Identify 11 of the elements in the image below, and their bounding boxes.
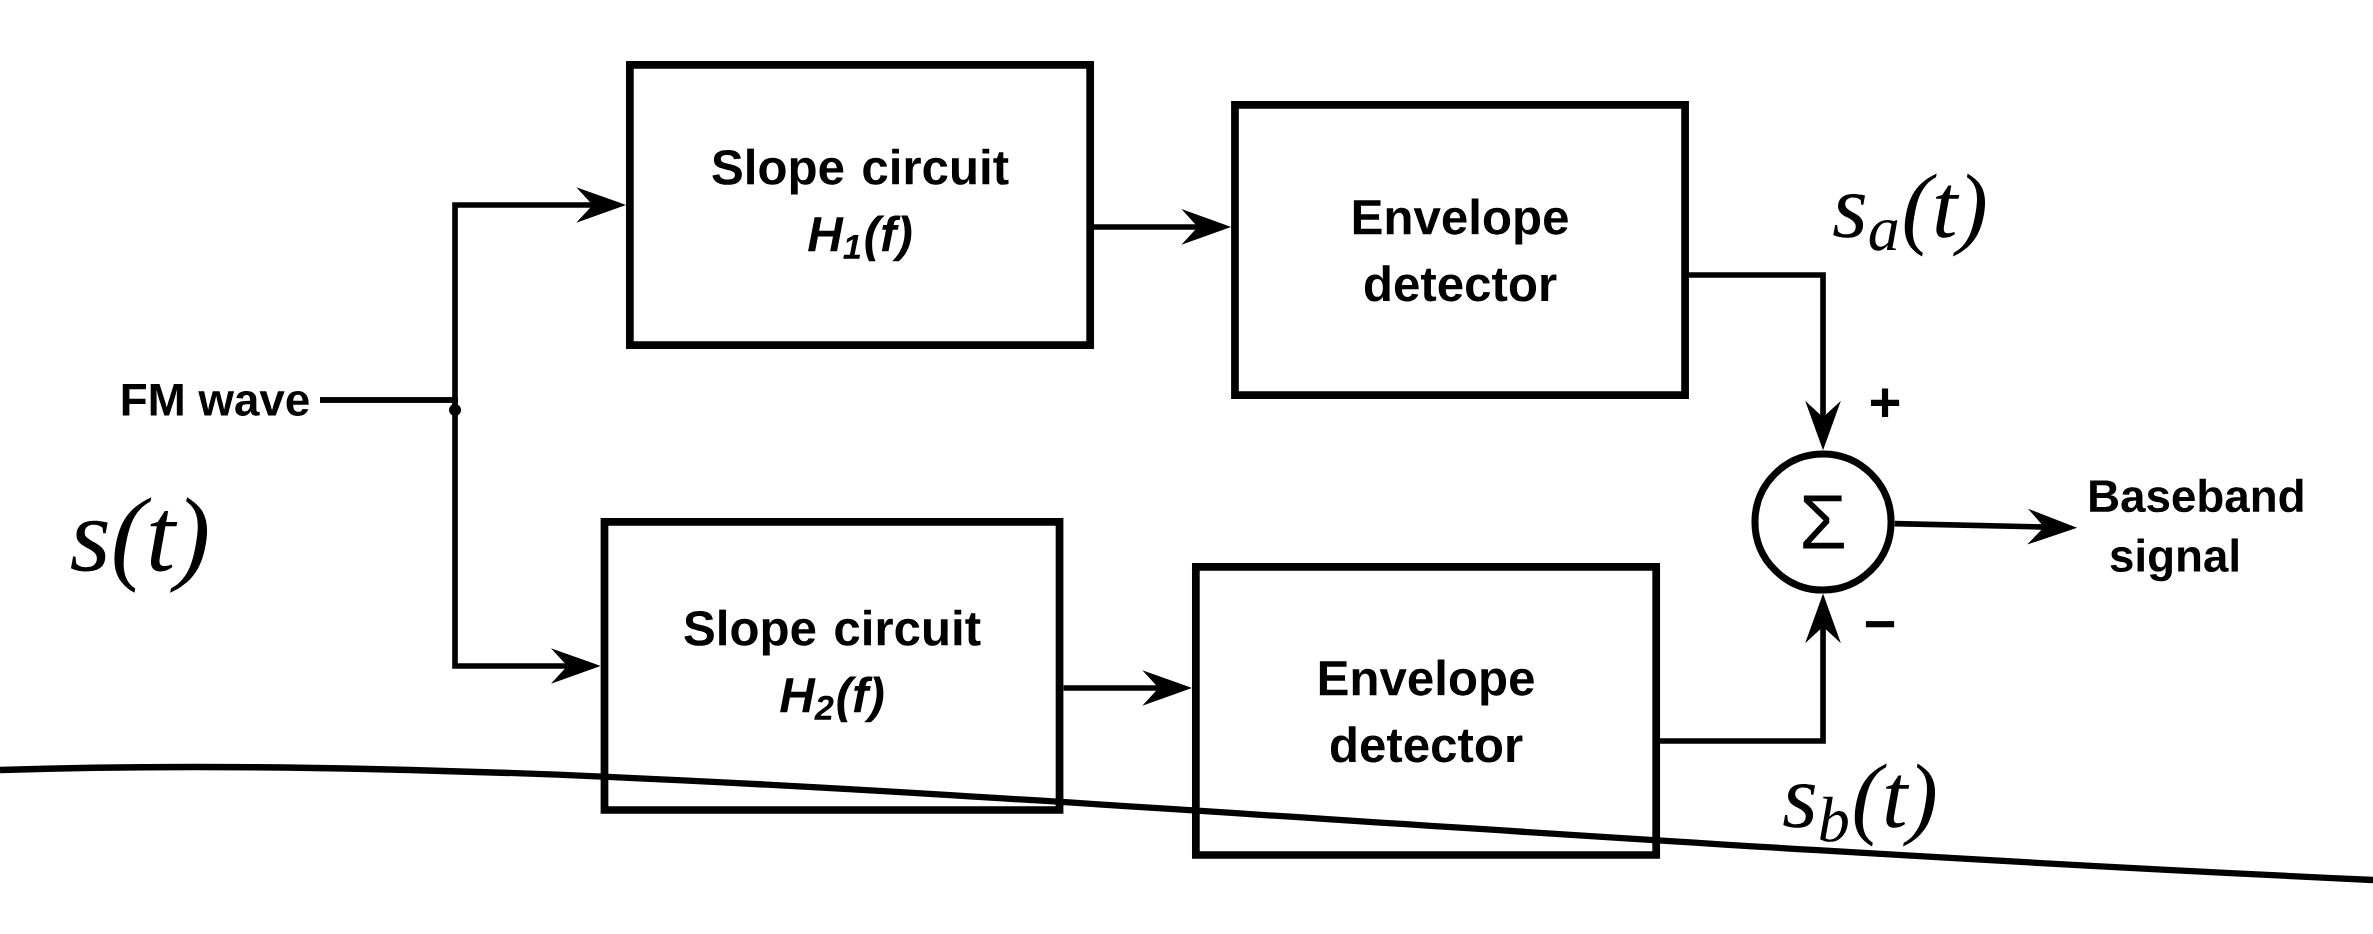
signal-label: FM wave <box>122 384 309 416</box>
process-box: Envelope detector <box>1192 563 1661 859</box>
handwritten-label: s(t) <box>70 497 208 593</box>
process-box: Slope circuit H$_{1}$(f) <box>626 61 1095 349</box>
process-box: Slope circuit H$_{2}$(f) <box>600 518 1064 814</box>
sign-label: − <box>1865 621 1895 628</box>
process-box: Envelope detector <box>1231 101 1689 399</box>
edge-label: s$_{b}$(t) <box>1783 763 1936 847</box>
edge-label: s$_{a}$(t) <box>1833 173 1986 257</box>
signal-label: Baseband signal <box>2090 478 2303 582</box>
sign-label: + <box>1870 388 1900 418</box>
